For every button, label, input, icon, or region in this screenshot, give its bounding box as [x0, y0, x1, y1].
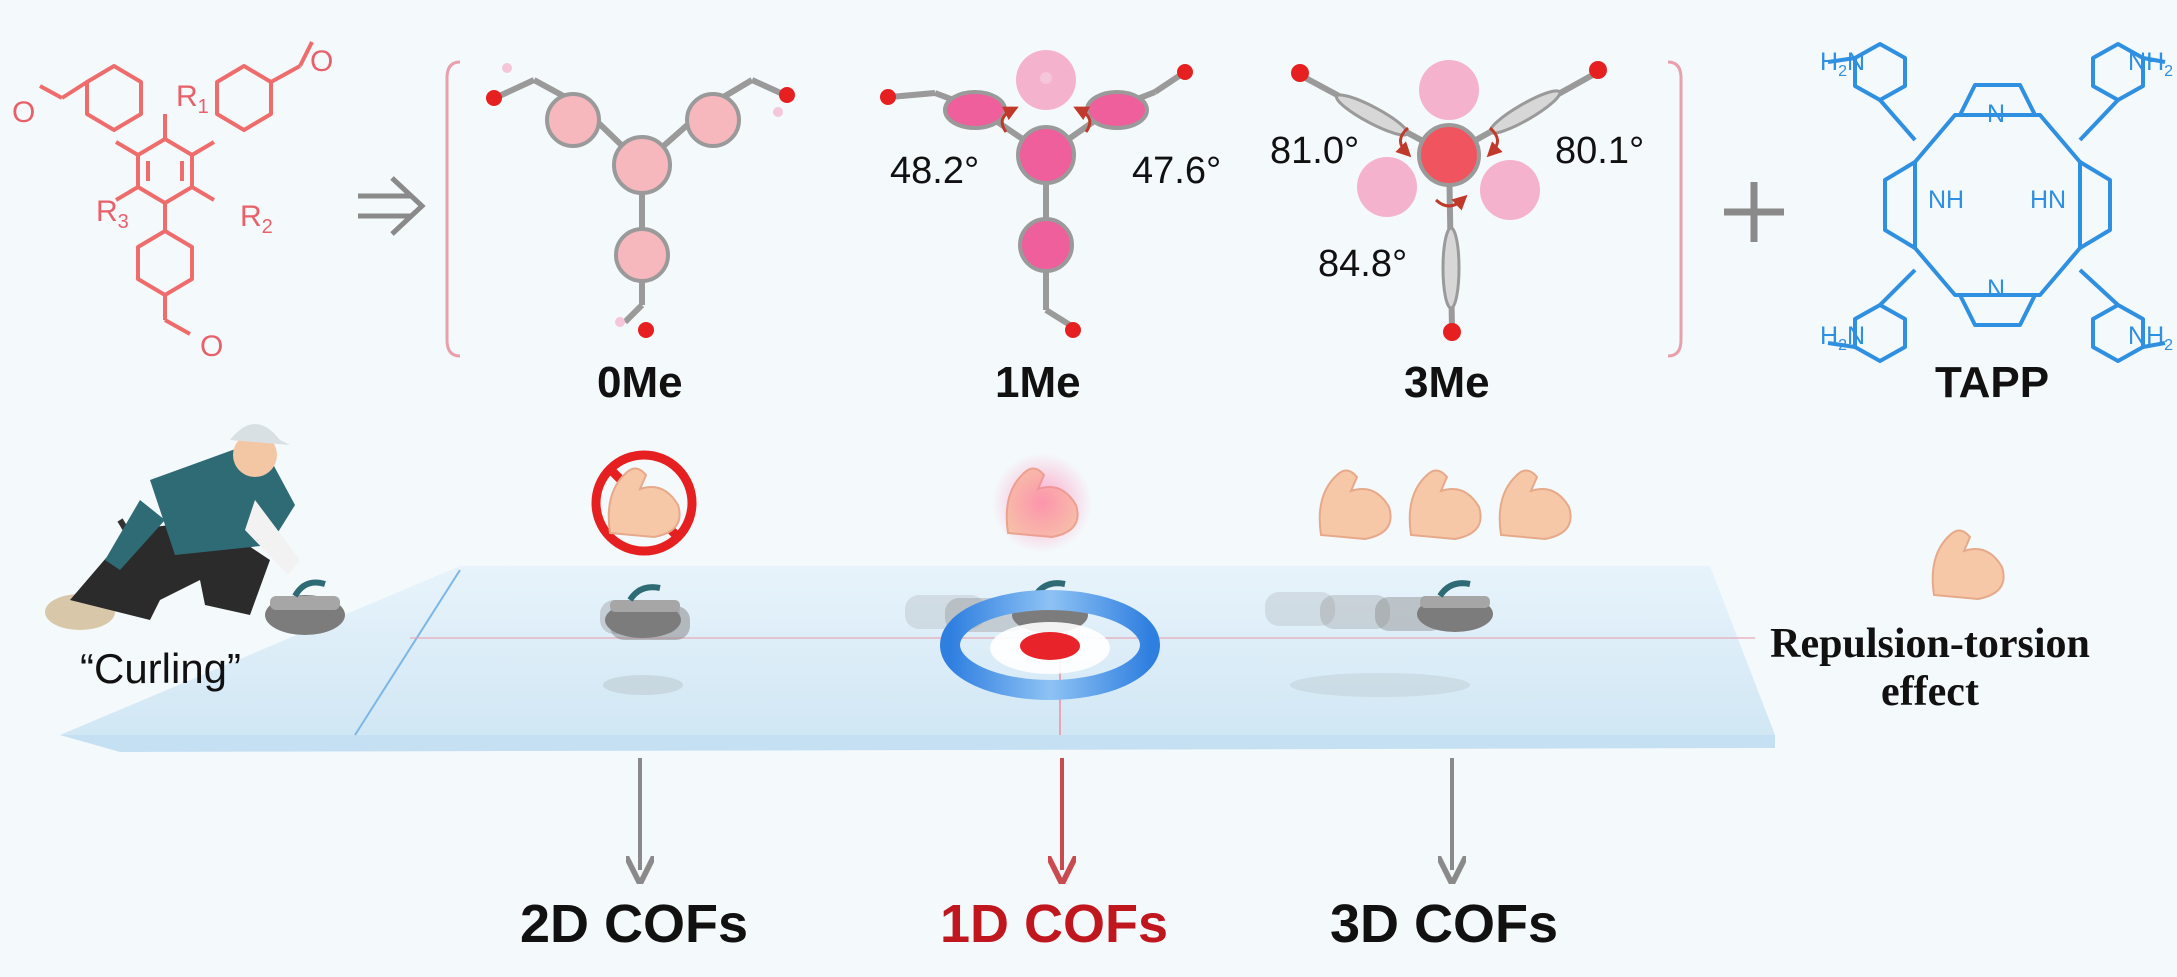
- left-bracket: [445, 60, 461, 358]
- curling-stone-icon: [1265, 580, 1493, 697]
- nh-label: NH: [1928, 186, 1965, 214]
- aldehyde-o-right: O: [310, 45, 334, 78]
- nh2-top-left: H2N: [1820, 48, 1866, 80]
- flex-icons: [607, 467, 2005, 601]
- nh2-top-right: NH2: [2128, 48, 2174, 80]
- r3-label: R3: [96, 195, 129, 233]
- angle-3me-right: 80.1°: [1555, 130, 1645, 172]
- n-label-top: N: [1987, 100, 2006, 128]
- n-label-bottom: N: [1987, 275, 2006, 303]
- curler-icon: [45, 424, 300, 630]
- flexed-biceps-icon: [1408, 469, 1482, 541]
- precursor-structure: [39, 41, 314, 336]
- nh2-bottom-left: H2N: [1820, 322, 1866, 354]
- flexed-biceps-icon: [1931, 529, 2005, 601]
- legend-effect: Repulsion-torsion effect: [1730, 620, 2130, 716]
- ice-sheet: [60, 566, 1775, 755]
- curling-target-icon: [940, 590, 1160, 700]
- molecule-label-1me: 1Me: [995, 358, 1081, 407]
- aldehyde-o-left: O: [12, 96, 36, 129]
- r2-label: R2: [240, 200, 273, 238]
- flexed-biceps-icon: [1318, 469, 1392, 541]
- aldehyde-o-bottom: O: [200, 330, 224, 363]
- tapp-label: TAPP: [1935, 358, 2050, 407]
- angle-1me-right: 47.6°: [1132, 150, 1222, 192]
- molecule-label-0me: 0Me: [597, 358, 683, 407]
- plus-sign: [1724, 182, 1784, 242]
- hn-label: HN: [2030, 186, 2067, 214]
- outcome-2d-cofs: 2D COFs: [520, 894, 749, 954]
- curling-label: “Curling”: [80, 645, 242, 692]
- nh2-bottom-right: NH2: [2128, 322, 2174, 354]
- outcome-1d-cofs: 1D COFs: [940, 894, 1169, 954]
- curling-stone-icon: [600, 584, 690, 695]
- flexed-biceps-icon: [607, 467, 681, 539]
- right-bracket: [1667, 60, 1683, 358]
- outcome-3d-cofs: 3D COFs: [1330, 894, 1559, 954]
- flexed-biceps-icon: [1498, 469, 1572, 541]
- molecule-0me: [486, 63, 795, 338]
- legend-effect-line2: effect: [1881, 669, 1979, 715]
- molecule-3me: [1291, 60, 1607, 341]
- curling-stone-icon: [265, 579, 345, 635]
- angle-1me-left: 48.2°: [890, 150, 980, 192]
- molecule-1me: [880, 50, 1193, 338]
- molecule-label-3me: 3Me: [1404, 358, 1490, 407]
- flex-glow: [992, 453, 1092, 553]
- angle-3me-left: 81.0°: [1270, 130, 1360, 172]
- legend-effect-line1: Repulsion-torsion: [1770, 621, 2090, 667]
- r1-label: R1: [176, 80, 209, 118]
- tapp-structure: [1827, 42, 2166, 363]
- angle-3me-bottom: 84.8°: [1318, 243, 1408, 285]
- retrosynthesis-arrow: [358, 176, 426, 236]
